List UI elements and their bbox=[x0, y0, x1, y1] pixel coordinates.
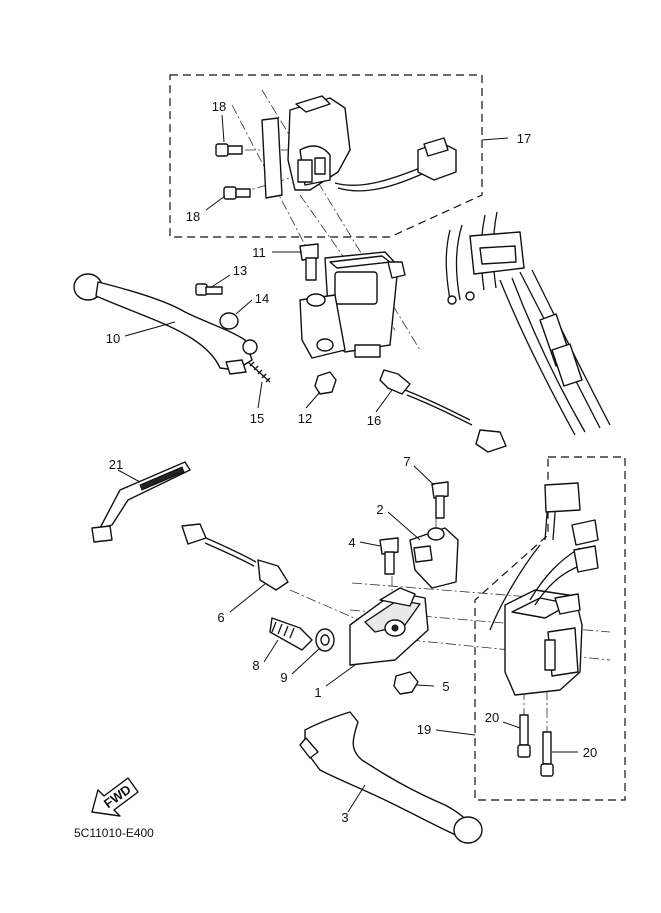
callout-6: 6 bbox=[217, 610, 224, 625]
callout-1: 1 bbox=[314, 685, 321, 700]
fwd-arrow-icon: FWD bbox=[91, 777, 139, 817]
handlebar-switch-19 bbox=[489, 482, 599, 696]
diagram-code: 5C11010-E400 bbox=[74, 826, 154, 840]
screw-18-lower bbox=[223, 186, 251, 200]
screw-18-upper bbox=[215, 143, 243, 157]
callout-2: 2 bbox=[376, 502, 383, 517]
bolt-7 bbox=[431, 481, 449, 519]
callout-labels: 18 18 17 11 13 14 10 15 12 16 21 7 2 4 6… bbox=[106, 99, 597, 825]
callout-17: 17 bbox=[517, 131, 531, 146]
callout-21: 21 bbox=[109, 457, 123, 472]
adjuster-8 bbox=[269, 617, 313, 651]
callout-12: 12 bbox=[298, 411, 312, 426]
hot-starter-lever-21 bbox=[91, 461, 191, 543]
screw-20-left bbox=[517, 714, 531, 758]
brake-master-cylinder bbox=[299, 251, 406, 359]
callout-3: 3 bbox=[341, 810, 348, 825]
brake-lever-10 bbox=[73, 273, 258, 375]
callout-19: 19 bbox=[417, 722, 431, 737]
callout-16: 16 bbox=[367, 413, 381, 428]
callout-7: 7 bbox=[403, 454, 410, 469]
leader-lines bbox=[117, 114, 578, 813]
brake-switch-16 bbox=[379, 369, 507, 453]
callout-18-lower: 18 bbox=[186, 209, 200, 224]
callout-11: 11 bbox=[252, 245, 266, 260]
callout-10: 10 bbox=[106, 331, 120, 346]
bolt-13 bbox=[195, 283, 223, 296]
callout-15: 15 bbox=[250, 411, 264, 426]
clutch-lever-3 bbox=[299, 711, 483, 844]
nut-12 bbox=[314, 371, 337, 395]
callout-5: 5 bbox=[442, 679, 449, 694]
locknut-9 bbox=[315, 628, 335, 652]
callout-4: 4 bbox=[348, 535, 355, 550]
callout-9: 9 bbox=[280, 670, 287, 685]
nut-5 bbox=[393, 671, 419, 695]
bolt-4 bbox=[379, 537, 399, 575]
callout-8: 8 bbox=[252, 658, 259, 673]
spring-15 bbox=[247, 361, 271, 383]
callout-20-left: 20 bbox=[485, 710, 499, 725]
handlebar-switch-upper bbox=[261, 95, 457, 199]
group-box-17 bbox=[169, 74, 483, 238]
clutch-switch-6 bbox=[181, 523, 289, 591]
callout-18-upper: 18 bbox=[212, 99, 226, 114]
nut-14 bbox=[219, 312, 239, 330]
callout-14: 14 bbox=[255, 291, 269, 306]
screw-20-right bbox=[540, 731, 554, 777]
clutch-holder-1 bbox=[349, 587, 429, 666]
bracket-2 bbox=[409, 527, 459, 589]
callout-13: 13 bbox=[233, 263, 247, 278]
callout-20-right: 20 bbox=[583, 745, 597, 760]
throttle-cables bbox=[445, 211, 611, 436]
bolt-11 bbox=[299, 243, 319, 281]
